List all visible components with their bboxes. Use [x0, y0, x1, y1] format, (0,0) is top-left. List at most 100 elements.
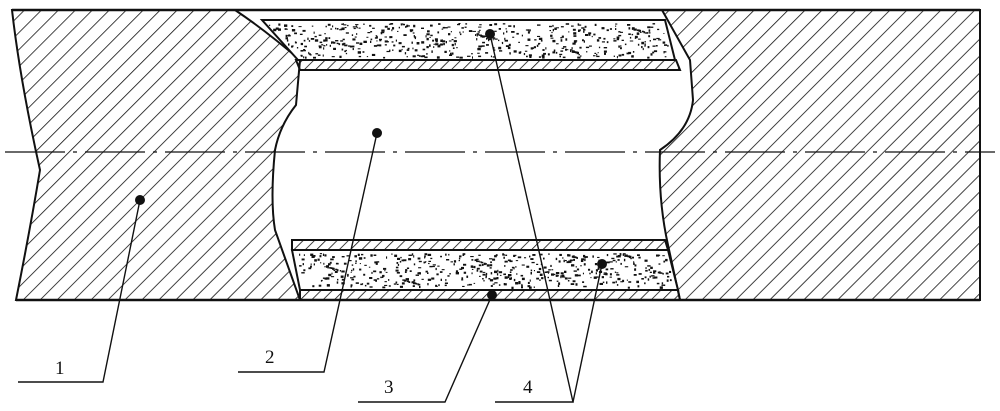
- porous-speck: [548, 253, 550, 254]
- porous-speck: [421, 28, 424, 29]
- porous-speck: [479, 276, 481, 277]
- porous-speck: [582, 39, 584, 41]
- porous-speck: [323, 263, 324, 265]
- porous-speck: [477, 34, 478, 36]
- porous-speck: [299, 265, 302, 267]
- porous-speck: [508, 25, 511, 27]
- porous-speck: [509, 52, 511, 53]
- porous-speck: [407, 268, 409, 270]
- porous-speck: [486, 38, 487, 40]
- porous-speck: [578, 30, 580, 32]
- porous-speck: [341, 276, 344, 278]
- porous-speck: [343, 43, 345, 44]
- porous-speck: [504, 265, 505, 267]
- porous-speck: [433, 264, 436, 265]
- porous-speck: [328, 24, 331, 26]
- porous-speck: [534, 39, 536, 40]
- porous-speck: [412, 42, 413, 44]
- porous-speck: [415, 49, 418, 51]
- porous-speck: [405, 26, 406, 28]
- porous-speck: [581, 27, 584, 28]
- porous-speck: [291, 46, 293, 48]
- porous-speck: [664, 44, 667, 46]
- porous-speck: [427, 30, 430, 32]
- porous-speck: [494, 23, 497, 25]
- porous-speck: [320, 253, 322, 254]
- porous-speck: [314, 263, 315, 265]
- porous-speck: [521, 286, 523, 288]
- porous-speck: [479, 30, 481, 31]
- porous-speck: [537, 271, 540, 273]
- porous-speck: [659, 255, 660, 256]
- porous-speck: [344, 263, 347, 265]
- porous-speck: [472, 56, 473, 58]
- porous-speck: [644, 31, 646, 33]
- porous-speck: [407, 49, 410, 51]
- porous-speck: [478, 255, 480, 256]
- porous-speck: [593, 34, 595, 36]
- porous-speck: [578, 25, 582, 26]
- porous-speck: [534, 46, 536, 48]
- porous-speck: [308, 267, 311, 269]
- porous-speck: [326, 26, 327, 28]
- porous-speck: [573, 32, 576, 35]
- porous-speck: [399, 50, 402, 52]
- porous-speck: [402, 282, 405, 284]
- porous-speck: [301, 43, 303, 45]
- porous-speck: [461, 27, 464, 29]
- porous-speck: [545, 47, 546, 49]
- porous-speck: [483, 272, 486, 273]
- porous-speck: [613, 260, 616, 261]
- porous-speck: [580, 265, 581, 266]
- porous-speck: [643, 48, 644, 50]
- porous-speck: [610, 273, 612, 275]
- porous-speck: [528, 282, 530, 284]
- porous-speck: [493, 38, 494, 40]
- porous-speck: [650, 267, 653, 269]
- porous-speck: [658, 39, 661, 40]
- porous-speck: [485, 277, 486, 278]
- porous-speck: [532, 262, 535, 263]
- porous-speck: [363, 24, 364, 26]
- porous-speck: [541, 40, 543, 42]
- porous-speck: [573, 35, 576, 37]
- porous-speck: [407, 281, 409, 282]
- porous-speck: [648, 278, 650, 280]
- porous-speck: [620, 253, 622, 256]
- porous-speck: [341, 24, 343, 25]
- porous-speck: [419, 55, 421, 57]
- porous-speck: [347, 25, 348, 26]
- leader-line-4: [490, 34, 573, 402]
- porous-speck: [596, 54, 597, 56]
- porous-speck: [633, 261, 634, 263]
- porous-speck: [463, 253, 466, 255]
- porous-speck: [556, 43, 559, 44]
- porous-speck: [596, 269, 598, 271]
- porous-speck: [659, 263, 661, 264]
- porous-speck: [539, 38, 542, 40]
- porous-speck: [378, 261, 380, 262]
- porous-speck: [662, 273, 663, 275]
- porous-speck: [663, 261, 665, 263]
- porous-speck: [600, 283, 604, 285]
- porous-speck: [556, 275, 558, 277]
- porous-speck: [550, 265, 551, 267]
- porous-speck: [486, 44, 489, 46]
- porous-speck: [456, 47, 458, 48]
- porous-speck: [352, 38, 355, 40]
- porous-speck: [367, 56, 368, 57]
- porous-speck: [419, 261, 422, 262]
- porous-speck: [518, 282, 520, 284]
- porous-speck: [529, 56, 531, 58]
- porous-speck: [515, 266, 516, 267]
- porous-speck: [503, 257, 505, 259]
- porous-speck: [528, 31, 530, 33]
- porous-speck: [478, 27, 481, 28]
- porous-speck: [582, 281, 584, 283]
- porous-speck: [429, 44, 431, 46]
- porous-speck: [389, 36, 392, 38]
- porous-speck: [647, 26, 650, 28]
- porous-speck: [583, 29, 585, 31]
- porous-speck: [549, 26, 552, 27]
- porous-speck: [447, 275, 449, 277]
